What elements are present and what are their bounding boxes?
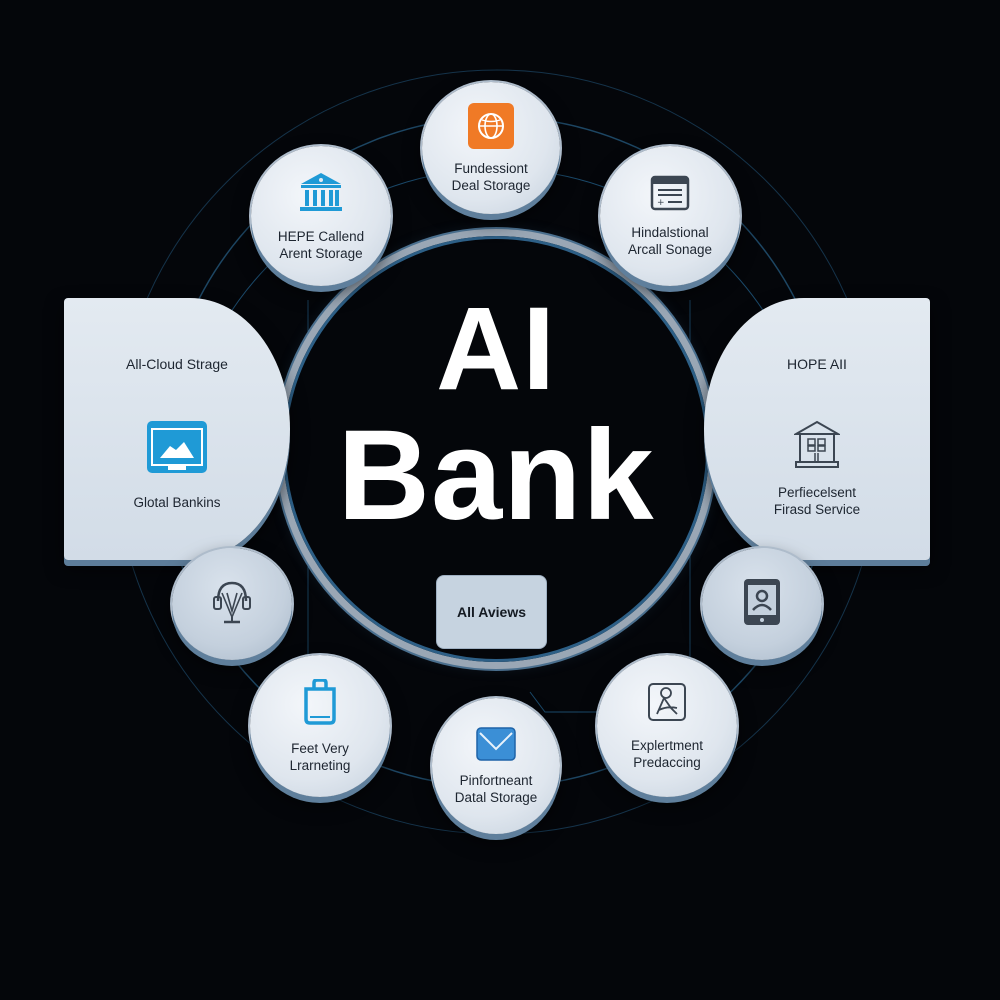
panel-title: All-Cloud Strage <box>126 356 228 372</box>
person-frame-icon <box>647 682 687 727</box>
headset-icon <box>210 579 254 630</box>
shopping-bag-icon <box>302 677 338 730</box>
node-data-storage[interactable]: Pinfortneant Datal Storage <box>432 698 560 834</box>
all-reviews-button[interactable]: All Aviews <box>437 576 546 648</box>
node-support[interactable] <box>172 548 292 660</box>
node-predaccing[interactable]: Explertment Predaccing <box>597 655 737 797</box>
panel-label-line1: Perfiecelsent <box>777 485 857 500</box>
envelope-icon <box>476 726 516 766</box>
node-label-line2: Arent Storage <box>279 245 363 261</box>
panel-cloud-storage[interactable]: All-Cloud Strage Glotal Bankins <box>64 298 290 560</box>
all-reviews-label: All Aviews <box>457 604 526 620</box>
node-marketing[interactable]: Feet Very Lrarneting <box>250 655 390 797</box>
node-label-line2: Predaccing <box>633 754 701 770</box>
node-arent-storage[interactable]: HEPE Callend Arent Storage <box>251 146 391 286</box>
panel-label: Perfiecelsent Firasd Service <box>704 484 930 518</box>
node-label-line1: HEPE Callend <box>277 228 365 244</box>
node-label-line1: Feet Very <box>291 740 349 756</box>
bank-building-icon <box>297 171 345 220</box>
panel-label: Glotal Bankins <box>133 495 221 510</box>
node-arcall-sonage[interactable]: + Hindalstional Arcall Sonage <box>600 146 740 286</box>
svg-text:+: + <box>657 198 665 208</box>
node-label-line2: Deal Storage <box>451 177 531 193</box>
node-label-line2: Arcall Sonage <box>627 241 713 257</box>
node-label-line1: Explertment <box>630 737 704 753</box>
page-title: AI Bank <box>283 290 709 542</box>
node-label-line1: Hindalstional <box>631 224 709 240</box>
tablet-user-icon <box>743 578 781 631</box>
panel-label-line2: Firasd Service <box>773 502 861 517</box>
image-monitor-icon <box>146 420 208 481</box>
globe-icon <box>468 102 514 154</box>
panel-title: HOPE AII <box>787 356 847 372</box>
node-deal-storage[interactable]: Fundessiont Deal Storage <box>422 82 560 214</box>
house-icon <box>792 420 842 475</box>
node-label-line2: Datal Storage <box>454 789 538 805</box>
node-label-line1: Fundessiont <box>454 160 528 176</box>
node-label-line2: Lrarneting <box>289 757 351 773</box>
document-window-icon: + <box>650 175 690 216</box>
node-label-line1: Pinfortneant <box>459 772 533 788</box>
title-line-bank: Bank <box>337 404 655 547</box>
panel-hope-ai[interactable]: HOPE AII Perfiecelsent Firasd Service <box>704 298 930 560</box>
title-line-ai: AI <box>436 283 556 415</box>
node-mobile[interactable] <box>702 548 822 660</box>
